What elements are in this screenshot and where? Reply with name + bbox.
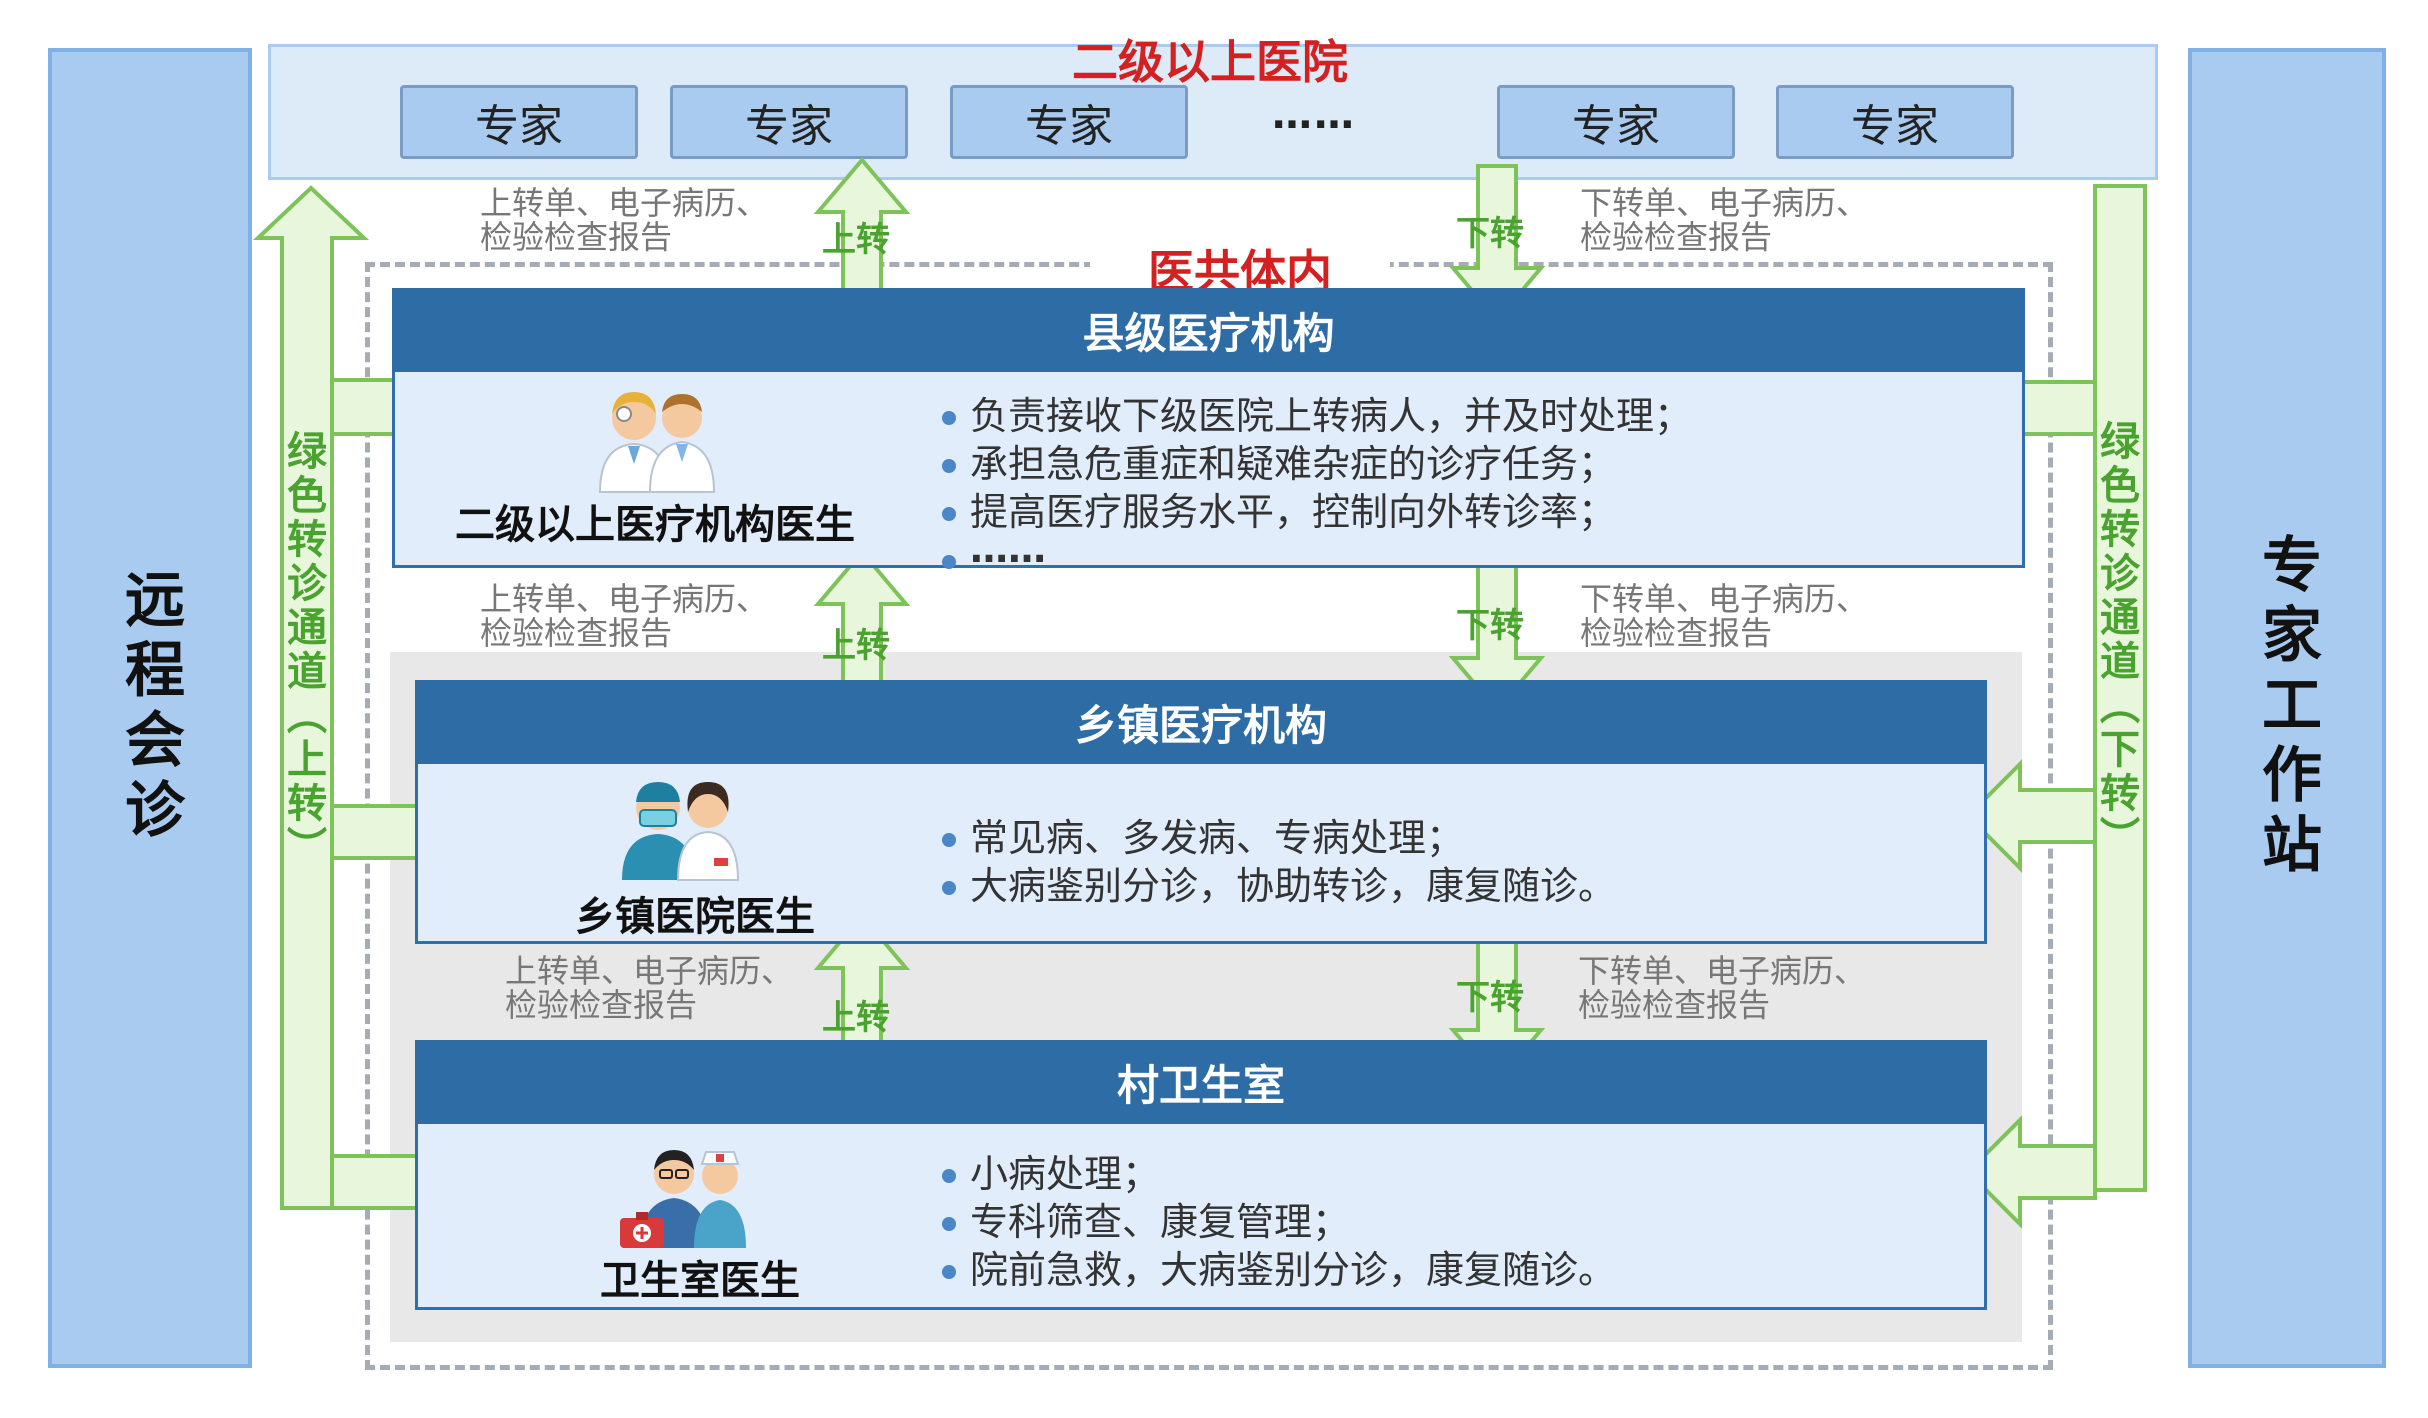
up-label-2: 上转 <box>822 626 890 666</box>
tier-county-doctor: 二级以上医疗机构医生 <box>455 502 855 548</box>
expert-box-1: 专家 <box>400 85 638 159</box>
expert-workstation-bar: 专家工作站 <box>2188 48 2386 1368</box>
expert-box-5: 专家 <box>1776 85 2014 159</box>
right-green-channel-shaft <box>2093 184 2147 1192</box>
doctors-icon-county <box>598 392 716 493</box>
doctors-icon-village <box>620 1150 746 1248</box>
list-item: 负责接收下级医院上转病人，并及时处理； <box>938 392 1998 440</box>
right-branch-arrow-township <box>1965 759 2097 873</box>
tier-village-header: 村卫生室 <box>415 1040 1987 1124</box>
remote-consultation-bar: 远程会诊 <box>48 48 252 1368</box>
down-note-2: 下转单、电子病历、检验检查报告 <box>1580 580 1869 652</box>
remote-consultation-label: 远程会诊 <box>114 568 185 848</box>
green-channel-down-label: 绿色转诊通道（下转） <box>2093 420 2139 860</box>
list-item: …… <box>938 530 1998 569</box>
tier-county-duties: 负责接收下级医院上转病人，并及时处理； 承担急危重症和疑难杂症的诊疗任务； 提高… <box>938 392 1998 569</box>
tier-village-duties: 小病处理； 专科筛查、康复管理； 院前急救，大病鉴别分诊，康复随诊。 <box>938 1150 1958 1294</box>
up-label-1: 上转 <box>822 220 890 260</box>
down-note-1: 下转单、电子病历、检验检查报告 <box>1580 184 1869 256</box>
list-item: 承担急危重症和疑难杂症的诊疗任务； <box>938 440 1998 488</box>
tier-township-duties: 常见病、多发病、专病处理； 大病鉴别分诊，协助转诊，康复随诊。 <box>938 814 1958 910</box>
medical-community-title: 医共体内 <box>1090 236 1390 299</box>
down-label-3: 下转 <box>1456 978 1524 1018</box>
tier-township-doctor: 乡镇医院医生 <box>575 894 815 940</box>
list-item: 常见病、多发病、专病处理； <box>938 814 1958 862</box>
list-item: 小病处理； <box>938 1150 1958 1198</box>
up-label-3: 上转 <box>822 998 890 1038</box>
list-item: 专科筛查、康复管理； <box>938 1198 1958 1246</box>
down-label-2: 下转 <box>1456 606 1524 646</box>
list-item: 提高医疗服务水平，控制向外转诊率； <box>938 488 1998 536</box>
tier-township-header: 乡镇医疗机构 <box>415 680 1987 764</box>
tier-village-doctor: 卫生室医生 <box>600 1258 800 1304</box>
top-hospital-title: 二级以上医院 <box>1072 35 1348 89</box>
down-label-1: 下转 <box>1456 214 1524 254</box>
expert-box-2: 专家 <box>670 85 908 159</box>
expert-box-3: 专家 <box>950 85 1188 159</box>
up-note-3: 上转单、电子病历、检验检查报告 <box>505 952 794 1024</box>
expert-workstation-label: 专家工作站 <box>2251 533 2322 883</box>
list-item: 大病鉴别分诊，协助转诊，康复随诊。 <box>938 862 1958 910</box>
up-note-1: 上转单、电子病历、检验检查报告 <box>480 184 769 256</box>
left-branch-township <box>330 804 424 860</box>
tier-county-header: 县级医疗机构 <box>392 288 2025 372</box>
expert-box-4: 专家 <box>1497 85 1735 159</box>
green-channel-up-label: 绿色转诊通道（上转） <box>280 430 326 870</box>
left-branch-village <box>330 1154 424 1210</box>
list-item: 院前急救，大病鉴别分诊，康复随诊。 <box>938 1246 1958 1294</box>
expert-ellipsis: …… <box>1272 92 1356 138</box>
down-note-3: 下转单、电子病历、检验检查报告 <box>1578 952 1867 1024</box>
up-note-2: 上转单、电子病历、检验检查报告 <box>480 580 769 652</box>
right-branch-arrow-village <box>1965 1115 2097 1229</box>
left-green-channel-arrow <box>252 185 370 1210</box>
doctors-icon-township <box>622 782 740 881</box>
